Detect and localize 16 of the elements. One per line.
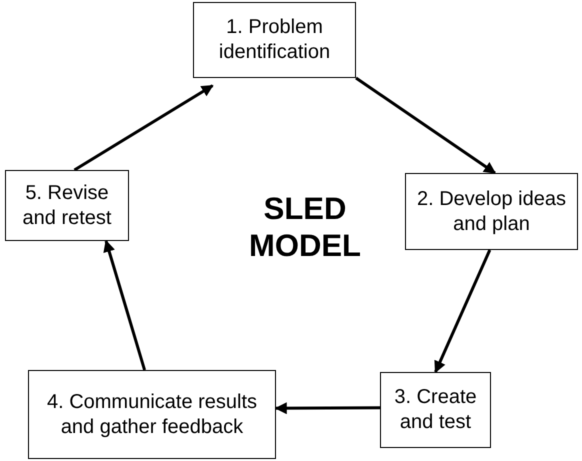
process-box xyxy=(5,170,129,241)
arrow xyxy=(274,402,380,414)
step-label: 4. Communicate results and gather feedback xyxy=(46,390,258,440)
process-box xyxy=(405,173,578,250)
step-label: 3. Create and test xyxy=(393,385,478,435)
step-label: 5. Revise and retest xyxy=(22,180,112,230)
arrow xyxy=(103,240,146,370)
process-box xyxy=(28,370,276,459)
arrow xyxy=(74,84,214,172)
arrow xyxy=(355,76,496,174)
diagram-title: SLED MODEL xyxy=(248,190,362,264)
process-box xyxy=(380,372,491,448)
process-box xyxy=(193,2,356,78)
step-label: 2. Develop ideas and plan xyxy=(416,186,567,236)
arrow xyxy=(434,249,492,374)
step-label: 1. Problem identification xyxy=(218,15,332,65)
